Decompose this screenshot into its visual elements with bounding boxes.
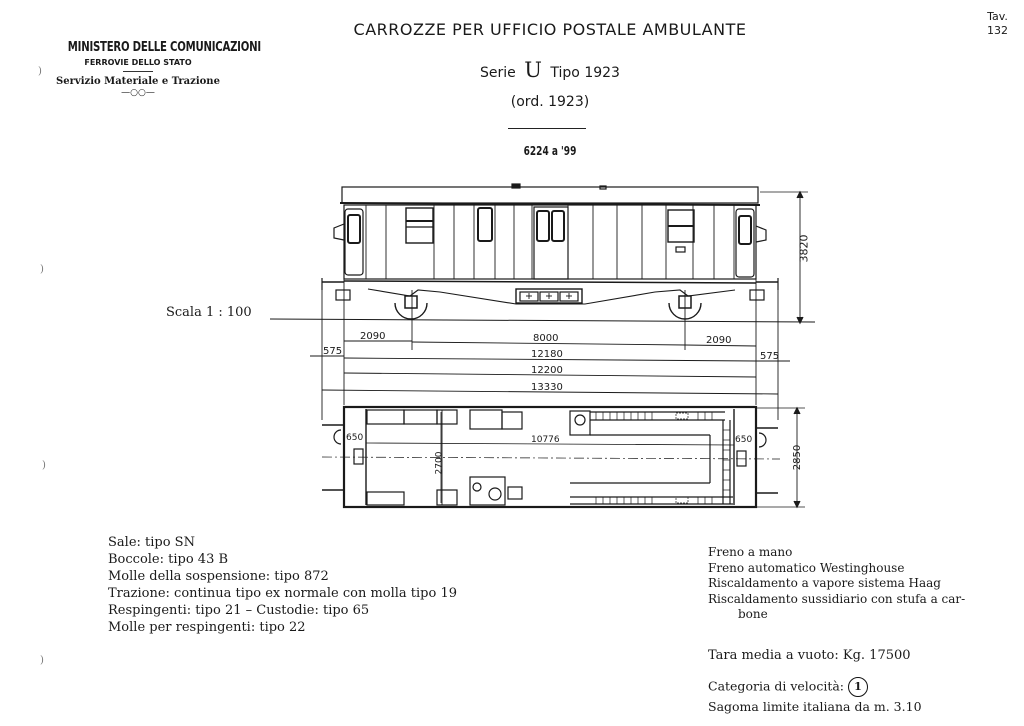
specs-right: Freno a mano Freno automatico Westinghou… xyxy=(708,545,965,623)
dim-overhang-left: 2090 xyxy=(360,331,386,342)
spec-item: Boccole: tipo 43 B xyxy=(108,552,229,567)
spec-item: Molle della sospensione: tipo 872 xyxy=(108,569,329,584)
series-type: Tipo 1923 xyxy=(550,65,620,81)
spec-item: Sale: tipo SN xyxy=(108,535,195,550)
dim-height: 3820 xyxy=(797,234,811,263)
dim-body-length: 12180 xyxy=(531,349,563,360)
series-letter: U xyxy=(524,58,542,82)
dim-buffer-left: 575 xyxy=(323,346,343,357)
margin-mark: ) xyxy=(40,264,44,275)
title-divider xyxy=(508,128,586,129)
spec-item: Freno automatico Westinghouse xyxy=(708,560,905,575)
letterhead: MINISTERO DELLE COMUNICAZIONI FERROVIE D… xyxy=(48,40,261,98)
order-year: (ord. 1923) xyxy=(510,94,590,110)
dim-wheelbase: 8000 xyxy=(533,333,559,344)
spec-item: Riscaldamento a vapore sistema Haag xyxy=(708,576,941,590)
car-numbers: 6224 a '99 xyxy=(523,144,577,158)
dim-body-width: 2850 xyxy=(792,444,804,471)
speed-category-label: Categoria di velocità: xyxy=(708,678,845,694)
series-line: Serie U Tipo 1923 xyxy=(400,58,700,82)
railway-name: FERROVIE DELLO STATO xyxy=(84,58,192,67)
table-label: Tav. xyxy=(987,10,1008,23)
service-name: Servizio Materiale e Trazione xyxy=(56,76,220,87)
dim-vestibule-left: 650 xyxy=(346,433,364,443)
spec-item: Molle per respingenti: tipo 22 xyxy=(108,620,306,635)
spec-item: Trazione: continua tipo ex normale con m… xyxy=(108,586,458,601)
spec-item: bone xyxy=(738,607,768,621)
ornament: —○○— xyxy=(121,88,155,98)
margin-mark: ) xyxy=(40,655,44,666)
speed-category: Categoria di velocità: 1 xyxy=(708,677,868,697)
car-body xyxy=(343,204,757,280)
loading-gauge: Sagoma limite italiana da m. 3.10 xyxy=(708,699,922,714)
table-reference: Tav. 132 xyxy=(975,10,1020,38)
roof xyxy=(341,186,759,204)
spec-item: Riscaldamento sussidiario con stufa a ca… xyxy=(708,591,966,606)
floor-plan xyxy=(342,405,758,509)
spec-item: Freno a mano xyxy=(708,545,793,559)
dim-frame-length: 12200 xyxy=(531,365,563,376)
dim-vestibule-right: 650 xyxy=(735,435,753,445)
dim-overhang-right: 2090 xyxy=(706,335,732,346)
series-prefix: Serie xyxy=(480,65,516,81)
scale-label: Scala 1 : 100 xyxy=(166,305,252,320)
tare-weight: Tara media a vuoto: Kg. 17500 xyxy=(708,648,911,663)
speed-category-badge: 1 xyxy=(848,677,868,697)
specs-left: Sale: tipo SN Boccole: tipo 43 B Molle d… xyxy=(108,534,457,636)
table-number: 132 xyxy=(987,24,1008,37)
spec-item: Respingenti: tipo 21 – Custodie: tipo 65 xyxy=(108,603,370,618)
dim-interior-length: 10776 xyxy=(531,435,560,445)
margin-mark: ) xyxy=(42,460,46,471)
dim-length-over-buffers: 13330 xyxy=(531,382,563,393)
dim-buffer-right: 575 xyxy=(760,351,780,362)
ministry-name: MINISTERO DELLE COMUNICAZIONI xyxy=(67,40,261,55)
margin-mark: ) xyxy=(38,66,42,77)
document-title: CARROZZE PER UFFICIO POSTALE AMBULANTE xyxy=(353,20,747,39)
dim-interior-width: 2700 xyxy=(434,451,445,475)
divider xyxy=(123,71,153,72)
